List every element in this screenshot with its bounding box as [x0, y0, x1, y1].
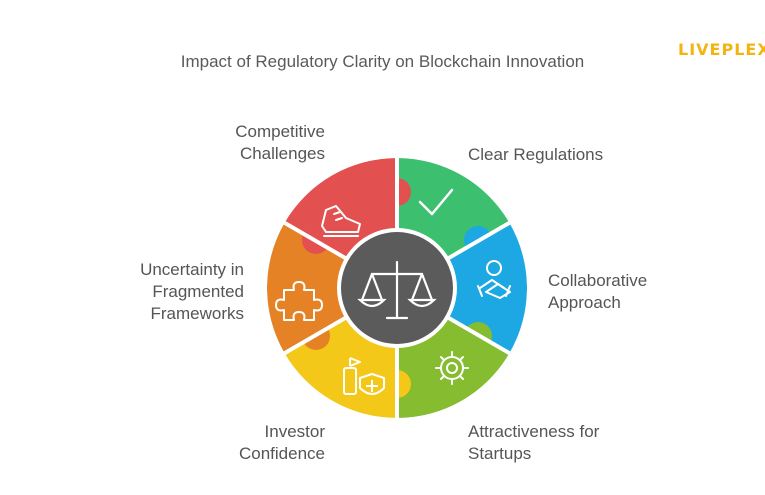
label-line: Attractiveness for: [468, 422, 600, 441]
label-line: Fragmented: [152, 282, 244, 301]
label-line: Frameworks: [150, 304, 244, 323]
label-line: Uncertainty in: [140, 260, 244, 279]
label-line: Collaborative: [548, 271, 648, 290]
segment-uncertainty: [267, 223, 397, 353]
label-uncertainty: Uncertainty in Fragmented Frameworks: [140, 259, 244, 325]
label-clear-regulations: Clear Regulations: [468, 144, 603, 166]
investor-shield-icon: [343, 357, 385, 395]
label-line: Competitive: [235, 122, 325, 141]
label-collaborative-approach: Collaborative Approach: [548, 270, 647, 314]
label-investor-confidence: Investor Confidence: [239, 421, 325, 465]
label-line: Approach: [548, 293, 621, 312]
gear-bulb-icon: [435, 351, 469, 385]
diagram-title: Impact of Regulatory Clarity on Blockcha…: [180, 52, 585, 71]
running-shoe-icon: [321, 205, 361, 237]
label-line: Confidence: [238, 444, 325, 463]
label-line: Clear Regulations: [468, 145, 604, 164]
label-line: Investor: [264, 422, 325, 441]
balance-scale-icon: [357, 260, 437, 320]
label-competitive-challenges: Competitive Challenges: [235, 121, 325, 165]
liveplex-logo: LIVEPLEX: [678, 40, 765, 59]
handshake-icon: [477, 260, 511, 299]
label-line: Challenges: [239, 144, 325, 163]
segment-collaborative-approach: [397, 223, 527, 353]
label-attractiveness-startups: Attractiveness for Startups: [468, 421, 599, 465]
label-line: Startups: [468, 444, 532, 463]
puzzle-piece-icon: [275, 281, 323, 321]
checkmark-icon: [418, 188, 454, 216]
